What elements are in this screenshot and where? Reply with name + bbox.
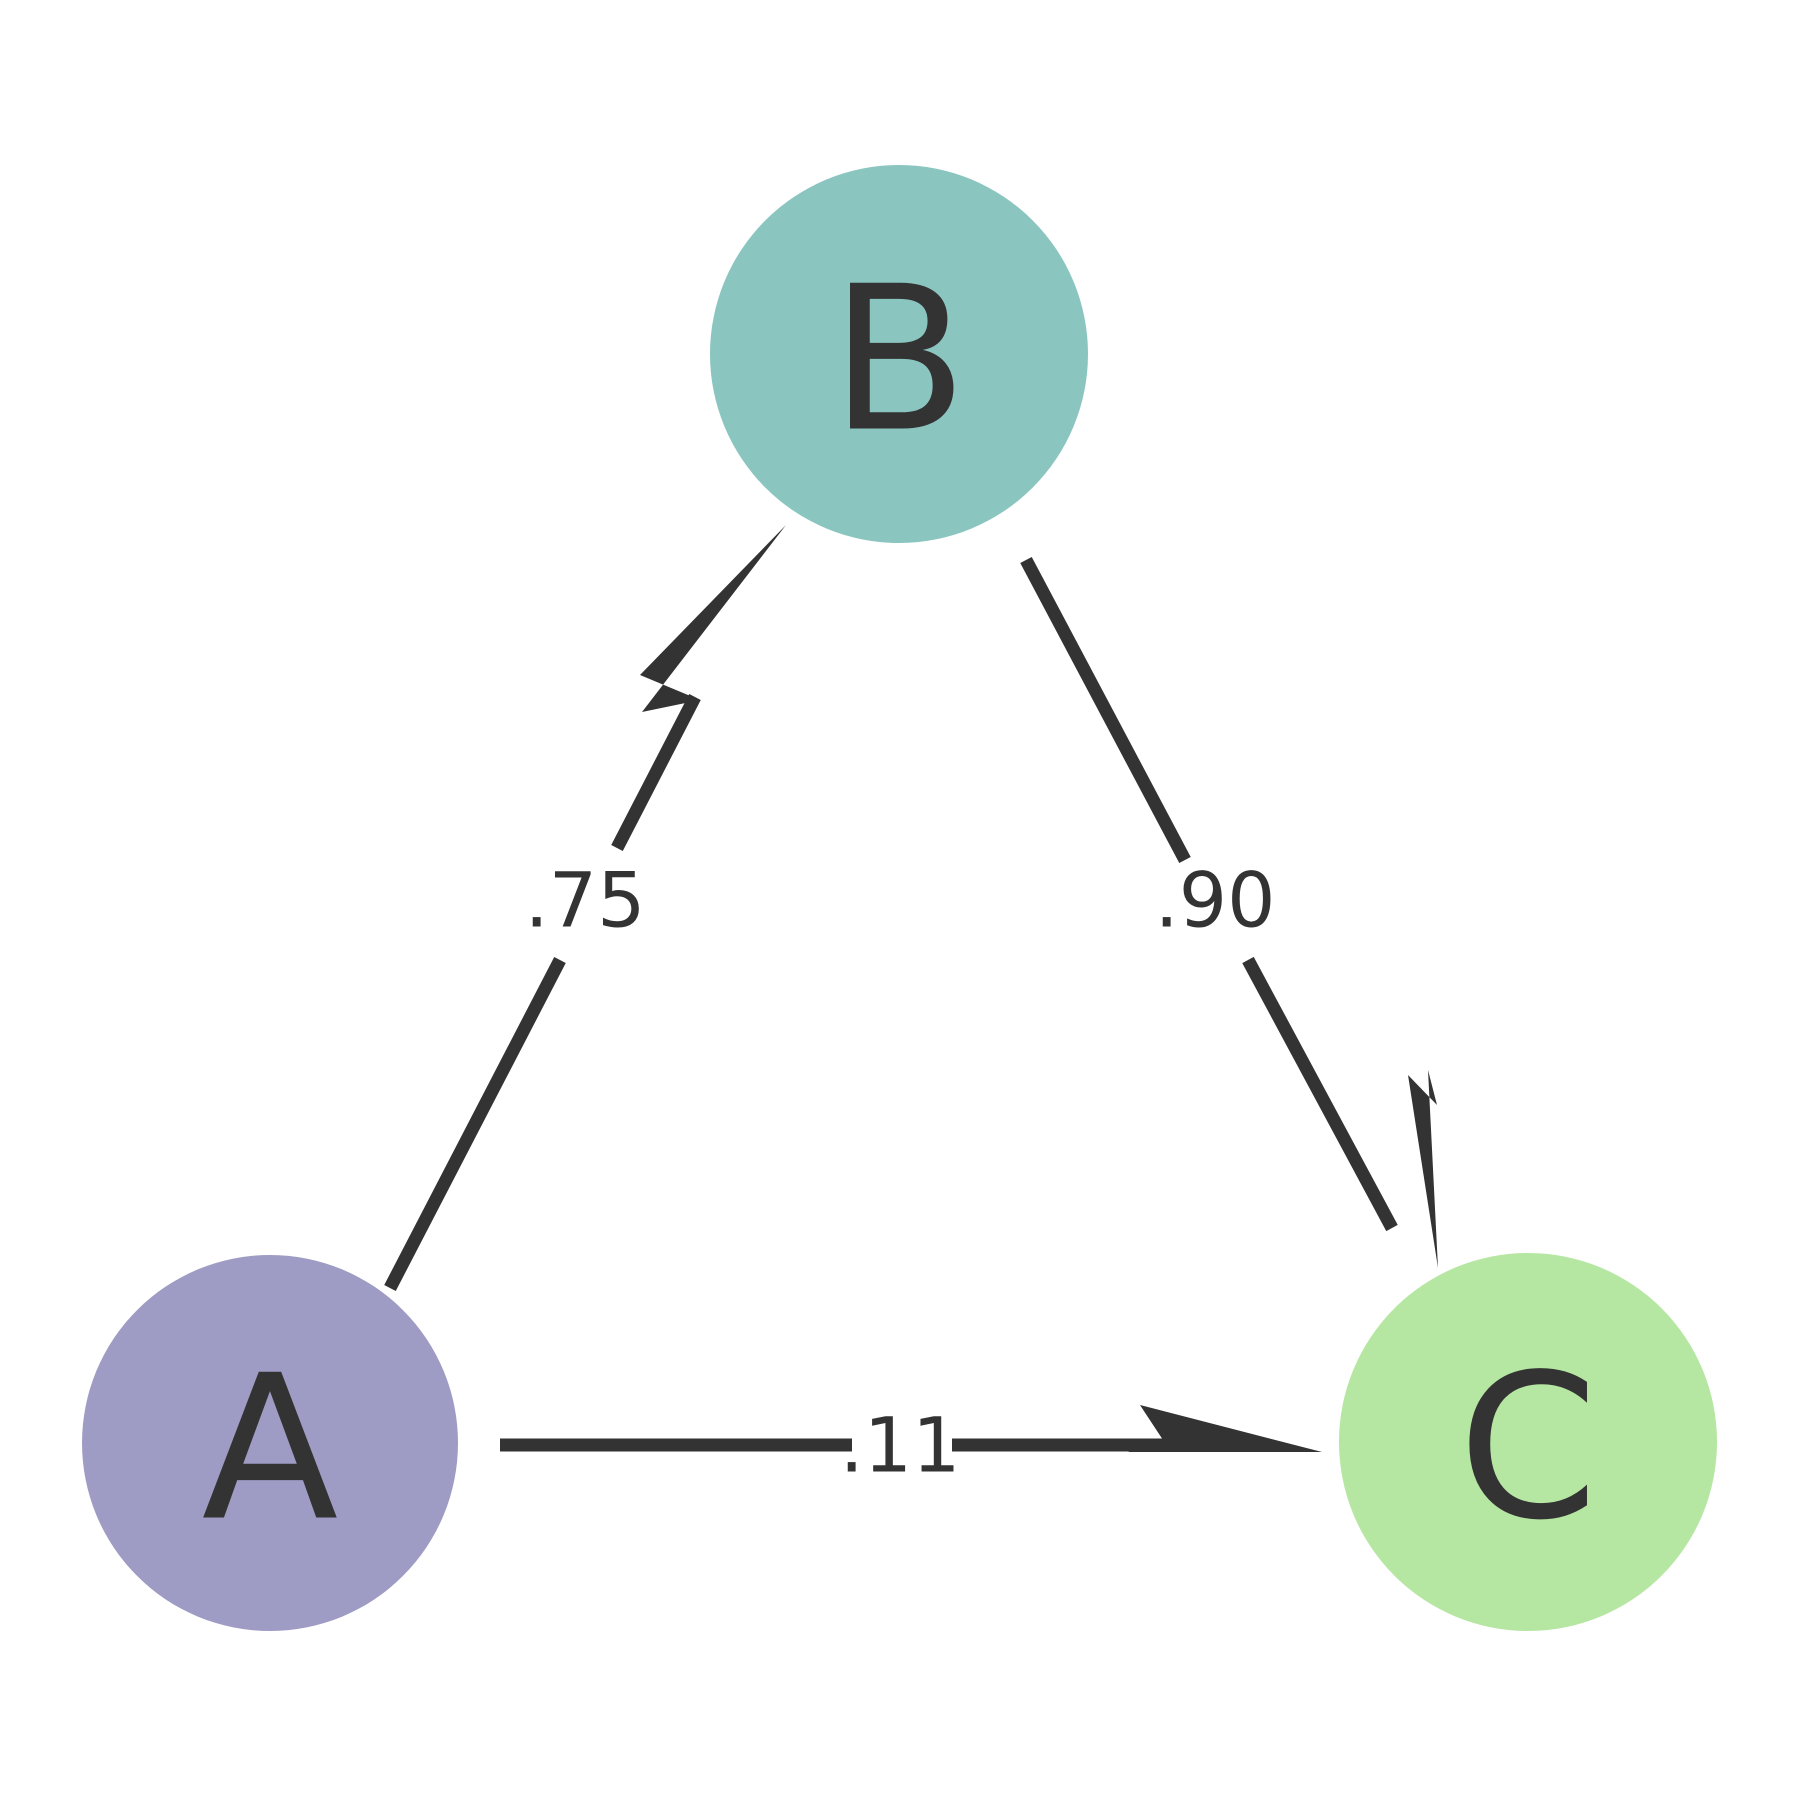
node-b[interactable]: B [710,165,1088,543]
edge-b-to-c[interactable] [1020,556,1438,1268]
node-b-label: B [830,244,967,477]
edge-b-to-c-weight-label: .90 [1155,856,1276,945]
edge-b-to-c-segment-upper [1020,556,1191,864]
node-c-label: C [1458,1332,1598,1565]
edge-a-to-c-weight-label: .11 [840,1401,961,1490]
edge-a-to-b-arrowhead-icon [640,525,786,712]
node-a-circle[interactable] [82,1255,458,1631]
edges-layer [384,525,1438,1452]
node-b-circle[interactable] [710,165,1088,543]
node-c[interactable]: C [1339,1253,1717,1631]
edge-a-to-b-weight-label: .75 [525,856,646,945]
node-a[interactable]: A [82,1255,458,1631]
edge-a-to-c[interactable] [500,1405,1322,1452]
edge-b-to-c-segment-lower [1242,956,1398,1232]
edge-a-to-b-segment-lower [384,957,566,1291]
edge-labels-layer: .75 .90 .11 [525,856,1276,1490]
edge-a-to-b[interactable] [384,525,786,1291]
edge-a-to-c-arrowhead-icon [1128,1405,1322,1452]
node-a-label: A [202,1333,339,1566]
node-c-circle[interactable] [1339,1253,1717,1631]
nodes-layer: B A C [82,165,1717,1631]
edge-a-to-b-segment-upper [611,694,701,851]
edge-b-to-c-arrowhead-icon [1408,1070,1438,1268]
